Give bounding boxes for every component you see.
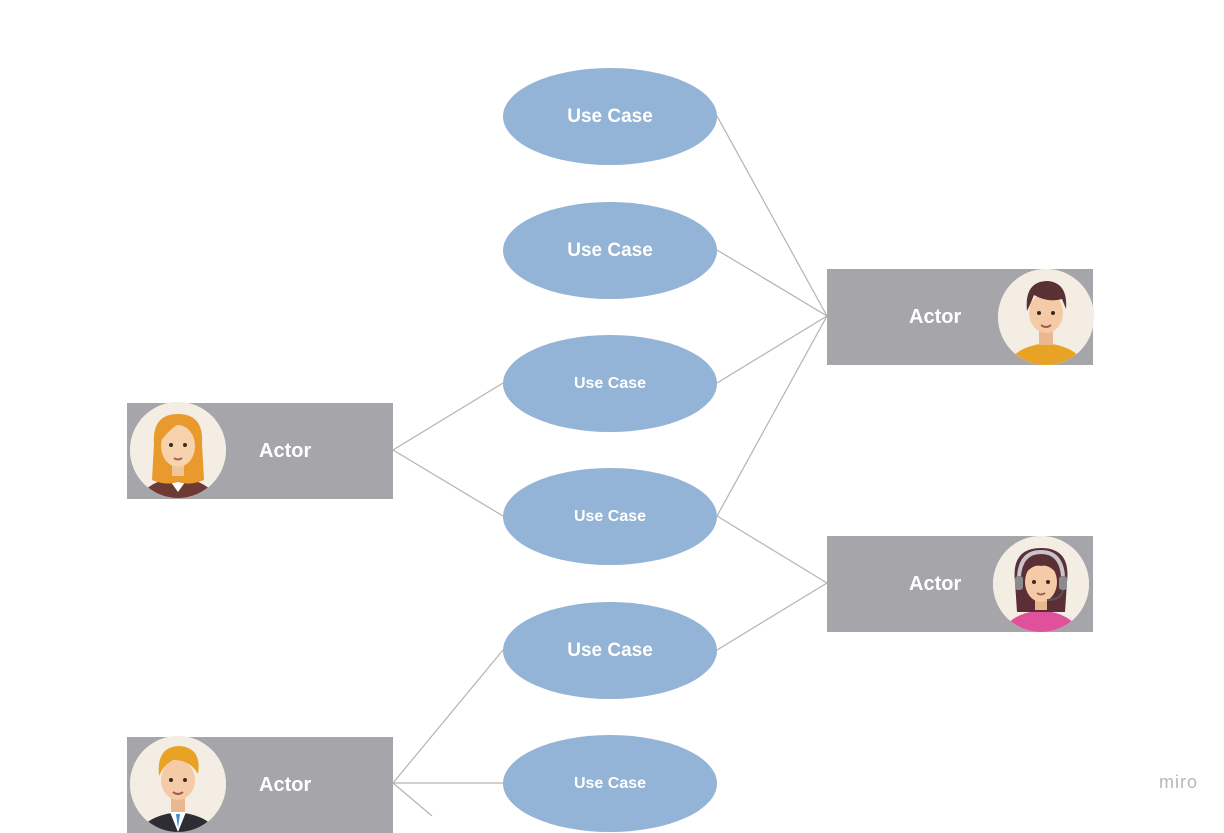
connector-actor-left-bottom-to-use-case-5[interactable] — [392, 649, 504, 784]
use-case-6[interactable]: Use Case — [503, 735, 717, 832]
miro-watermark: miro — [1159, 772, 1198, 792]
use-case-3-label: Use Case — [573, 374, 647, 392]
connector-actor-left-top-to-use-case-3[interactable] — [392, 382, 504, 451]
actor-right-bottom-label: Actor — [909, 572, 962, 595]
use-case-6-label: Use Case — [573, 774, 647, 792]
connector-actor-right-top-to-use-case-4[interactable] — [716, 315, 828, 517]
use-case-5-label: Use Case — [567, 639, 653, 661]
connector-actor-left-bottom-offscreen[interactable] — [392, 782, 433, 816]
connector-actor-right-bottom-to-use-case-5[interactable] — [716, 582, 828, 651]
use-case-1[interactable]: Use Case — [503, 68, 717, 165]
connector-actor-left-top-to-use-case-4[interactable] — [392, 449, 504, 517]
connector-actor-right-bottom-to-use-case-4[interactable] — [716, 515, 828, 584]
woman-blonde-avatar-icon — [130, 402, 226, 498]
actor-left-top-label: Actor — [259, 439, 312, 462]
use-case-4-label: Use Case — [573, 507, 647, 525]
connector-actor-right-top-to-use-case-2[interactable] — [716, 249, 828, 317]
connector-actor-right-top-to-use-case-3[interactable] — [716, 315, 828, 384]
use-case-2-label: Use Case — [567, 239, 653, 261]
support-woman-headset-avatar-icon — [993, 536, 1089, 632]
use-case-5[interactable]: Use Case — [503, 602, 717, 699]
use-case-2[interactable]: Use Case — [503, 202, 717, 299]
connector-actor-right-top-to-use-case-1[interactable] — [716, 115, 828, 317]
man-brown-hair-avatar-icon — [998, 269, 1094, 365]
actor-left-bottom-label: Actor — [259, 773, 312, 796]
actor-right-top-label: Actor — [909, 305, 962, 328]
use-case-4[interactable]: Use Case — [503, 468, 717, 565]
use-case-3[interactable]: Use Case — [503, 335, 717, 432]
use-case-1-label: Use Case — [567, 105, 653, 127]
connector-lines — [392, 115, 828, 816]
man-suit-avatar-icon — [130, 736, 226, 832]
